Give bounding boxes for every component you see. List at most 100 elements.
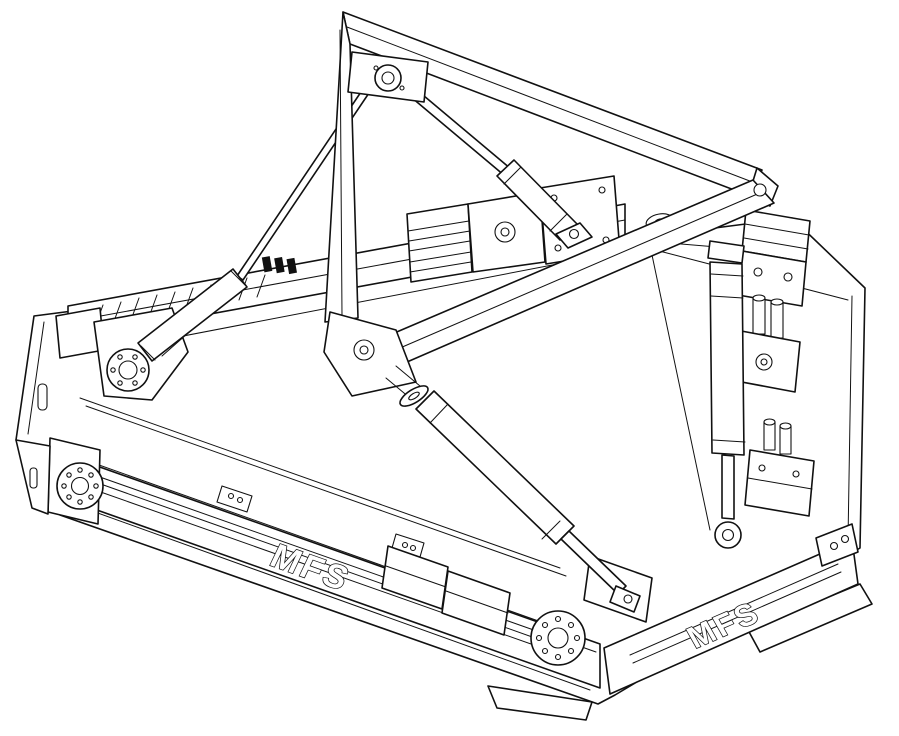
motor-fins xyxy=(407,220,472,273)
tower-pin-cap xyxy=(770,298,784,306)
cylinder-body xyxy=(709,261,745,456)
clevis-pin xyxy=(568,228,580,240)
skirt-edge xyxy=(847,295,853,541)
upper-actuator xyxy=(404,84,593,249)
carriage-block xyxy=(441,570,511,636)
tower-rib xyxy=(744,223,810,236)
drive-motor-assembly xyxy=(406,175,621,283)
rail-beam xyxy=(603,539,859,695)
carriage-seam xyxy=(385,565,447,588)
bolt-hole xyxy=(88,472,94,478)
bottom-pivot-joint xyxy=(323,311,429,407)
tower-pin xyxy=(770,301,784,339)
inner-rim xyxy=(99,251,621,353)
disc-inner xyxy=(408,391,420,401)
clevis-pin xyxy=(623,594,633,604)
bolt-hole xyxy=(117,354,123,360)
right-vertex-pivot xyxy=(753,183,767,197)
bolt-hole xyxy=(554,615,562,623)
bolt-hole xyxy=(236,496,244,504)
valve-pin-cap xyxy=(779,422,792,430)
bolt-hole xyxy=(399,85,405,91)
inner-rim xyxy=(79,397,561,569)
beam-seam xyxy=(339,29,343,317)
pivot-disc xyxy=(399,385,429,407)
bolt-hole xyxy=(140,367,146,373)
bolt-hole xyxy=(117,380,123,386)
front-foot-plate xyxy=(487,685,593,721)
frame-top-beam xyxy=(342,11,763,197)
flange-bore xyxy=(547,627,569,649)
bolt-hole xyxy=(132,380,138,386)
pivot-bearing-bore xyxy=(359,345,369,355)
beam-seam xyxy=(346,26,756,184)
center-actuator-rod xyxy=(560,530,627,595)
bolt-hole xyxy=(373,65,379,71)
skirt-edge xyxy=(55,497,591,691)
tower-pin xyxy=(752,297,766,335)
valve-port xyxy=(758,464,766,472)
bolt-hole xyxy=(77,467,83,473)
valve-pin xyxy=(779,425,792,455)
valve-pin-cap xyxy=(763,418,776,426)
cylinder-collar xyxy=(710,273,744,277)
right-tower-assembly xyxy=(730,209,811,393)
center-actuator-body xyxy=(415,390,575,545)
bolt-hole xyxy=(829,541,839,551)
base-platform xyxy=(15,213,873,721)
inner-rim xyxy=(651,254,711,531)
front-left-rail: MFS xyxy=(15,437,601,689)
left-bearing-bore xyxy=(118,360,138,380)
right-lift-cylinder xyxy=(707,240,746,549)
bolt-hole xyxy=(132,354,138,360)
rocker-frame xyxy=(324,11,779,363)
bolt-hole xyxy=(554,244,562,252)
bolt-hole xyxy=(840,534,850,544)
cylinder-collar xyxy=(503,166,522,185)
tower-rib xyxy=(743,237,809,250)
bolt-hole xyxy=(554,653,562,661)
rail-guide xyxy=(629,563,839,656)
bolt-hole xyxy=(598,186,606,194)
bolt-hole xyxy=(401,541,409,549)
bolt-hole xyxy=(110,367,116,373)
tip-slot xyxy=(29,467,38,489)
back-rail-vent xyxy=(261,256,297,275)
cylinder-collar xyxy=(230,270,246,286)
center-actuator xyxy=(415,390,653,623)
bolt-hole xyxy=(61,483,67,489)
tower-pin-cap xyxy=(752,294,766,302)
vent-slat xyxy=(274,257,285,274)
bolt-hole xyxy=(573,634,581,642)
rail-clamp xyxy=(216,485,253,513)
rod-eye-bore xyxy=(721,528,735,542)
valve-pin xyxy=(763,421,776,451)
bolt-hole xyxy=(409,544,417,552)
bolt-hole xyxy=(66,472,72,478)
vent-slat xyxy=(286,257,297,275)
cylinder-collar xyxy=(140,345,156,361)
carriage-seam xyxy=(445,590,509,614)
cylinder-collar xyxy=(712,439,746,443)
motor-body xyxy=(406,203,473,283)
pivot-shaft xyxy=(395,365,421,387)
left-actuator-body xyxy=(137,268,248,362)
tower-port xyxy=(783,272,793,282)
cylinder-collar xyxy=(710,295,744,299)
skirt-edge xyxy=(27,321,45,435)
cylinder-collar xyxy=(541,520,561,540)
tower-bearing-bore xyxy=(760,358,768,366)
bolt-hole xyxy=(567,621,575,629)
gearbox-hub-bore xyxy=(500,227,510,237)
bolt-hole xyxy=(541,647,549,655)
skirt-slot xyxy=(37,383,48,411)
inner-rim xyxy=(85,405,567,577)
corner-flange-bore xyxy=(70,476,90,496)
bolt-hole xyxy=(66,494,72,500)
gimbal-bearing-bore xyxy=(381,71,395,85)
right-valve-block xyxy=(744,418,815,517)
bolt-hole xyxy=(77,499,83,505)
cylinder-top-bracket xyxy=(707,240,745,264)
